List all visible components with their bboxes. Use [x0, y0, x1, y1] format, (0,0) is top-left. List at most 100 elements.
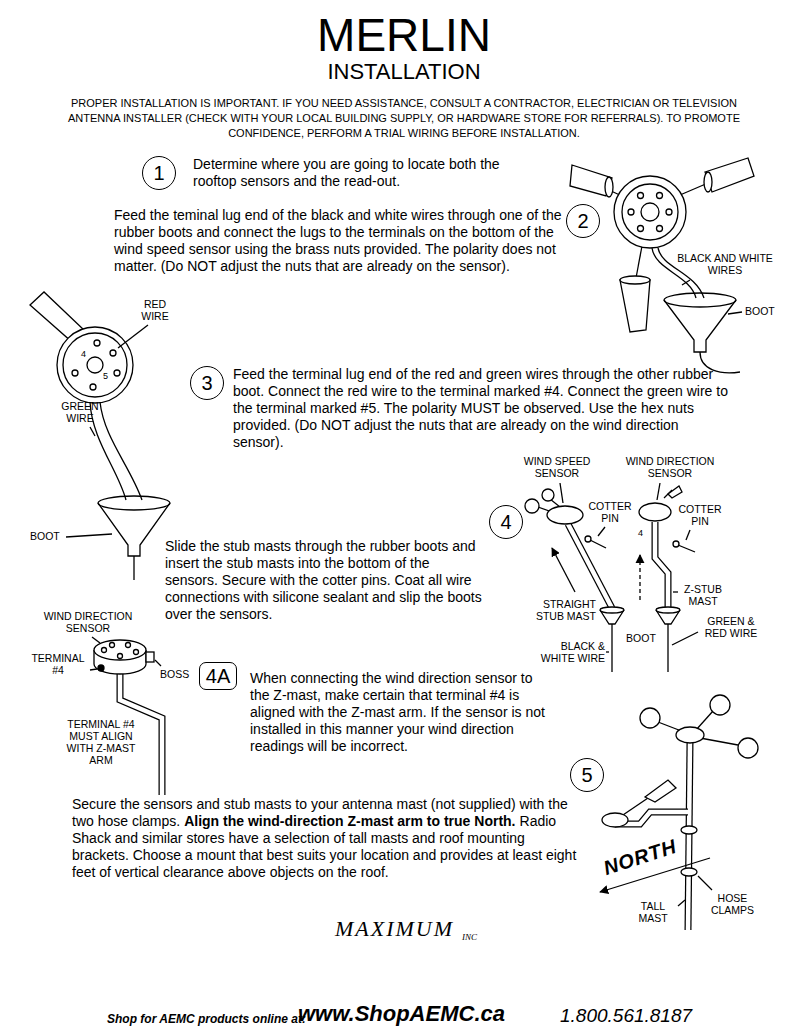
- stub-mast-figure: [639, 503, 671, 521]
- step-text: Determine where you are going to locate …: [193, 156, 533, 190]
- step-number: 4: [500, 511, 511, 533]
- direction-label: NORTH: [598, 833, 682, 881]
- part-label: HOSE CLAMPS: [705, 892, 760, 916]
- step-number: 3: [201, 372, 212, 394]
- stub-mast-figure: [678, 545, 695, 552]
- part-label: GREEN & RED WIRE: [700, 615, 762, 639]
- wind-speed-sensor-figure: [620, 276, 650, 284]
- mounted-assembly-figure: [700, 738, 738, 745]
- part-label: WIND DIRECTION SENSOR: [38, 610, 138, 634]
- mounted-assembly-figure: [620, 798, 648, 817]
- wind-direction-sensor-figure: [110, 350, 116, 356]
- stub-mast-figure: [655, 522, 668, 608]
- part-label: GREEN WIRE: [56, 400, 104, 424]
- step-number-circle: 3: [190, 366, 224, 400]
- z-mast-alignment-figure: [146, 652, 154, 662]
- stub-mast-figure: [656, 607, 680, 613]
- wind-speed-sensor-figure: [704, 172, 712, 192]
- mounted-assembly-figure: [645, 780, 676, 802]
- leader-line: [92, 637, 100, 643]
- stub-mast-figure: [667, 624, 668, 672]
- wind-direction-sensor-figure: [100, 402, 142, 500]
- wind-speed-sensor-figure: [605, 177, 613, 197]
- stub-mast-figure: [639, 555, 640, 600]
- stub-mast-figure: [525, 499, 539, 513]
- wind-direction-sensor-figure: [57, 327, 133, 403]
- part-label: BLACK AND WHITE WIRES: [670, 252, 780, 276]
- leader-line: [598, 527, 605, 536]
- stub-mast-figure: [600, 607, 624, 613]
- wind-speed-sensor-figure: [657, 193, 663, 199]
- leader-line: [682, 280, 690, 285]
- leader-line: [66, 534, 112, 537]
- wind-direction-sensor-figure: [114, 370, 120, 376]
- part-label: Z-STUB MAST: [679, 583, 727, 607]
- mounted-assembly-figure: [640, 708, 660, 728]
- part-label: COTTER PIN: [585, 500, 635, 524]
- part-label: WIND DIRECTION SENSOR: [620, 455, 720, 479]
- part-label: COTTER PIN: [675, 503, 725, 527]
- wind-speed-sensor-figure: [570, 165, 612, 196]
- leader-line: [155, 660, 161, 666]
- mounted-assembly-figure: [738, 738, 758, 758]
- stub-mast-figure: [525, 483, 698, 672]
- leader-line: [90, 427, 95, 436]
- part-label: BOOT: [745, 305, 785, 317]
- stub-mast-figure: [568, 524, 612, 608]
- z-mast-alignment-figure: [134, 650, 139, 655]
- page-title: MERLIN: [0, 10, 808, 60]
- part-label: RED WIRE: [130, 298, 180, 322]
- footer-url: www.ShopAEMC.ca: [298, 1001, 538, 1027]
- wind-speed-sensor-figure: [628, 209, 634, 215]
- wind-speed-sensor-figure: [666, 209, 672, 215]
- wind-speed-sensor-figure: [664, 293, 736, 307]
- wind-speed-sensor-figure: [614, 176, 686, 248]
- part-label: WIND SPEED SENSOR: [517, 455, 597, 479]
- step-text: Slide the stub masts through the rubber …: [165, 538, 485, 623]
- wind-speed-sensor-figure: [620, 280, 650, 332]
- stub-mast-figure: [611, 624, 612, 672]
- step-number: 1: [153, 162, 164, 184]
- mounted-assembly-figure: [696, 711, 713, 730]
- note-label: TERMINAL #4 MUST ALIGN WITH Z-MAST ARM: [62, 718, 140, 766]
- stub-mast-figure: [590, 540, 606, 548]
- wind-direction-sensor-figure: [133, 556, 134, 580]
- stub-mast-figure: [585, 536, 591, 542]
- brand-logo: MAXIMUM: [335, 916, 460, 942]
- step-paragraph: Secure the sensors and stub masts to you…: [72, 796, 577, 881]
- part-label: BOOT: [622, 632, 660, 644]
- z-mast-alignment-figure: [110, 643, 115, 648]
- step-number: 2: [577, 210, 588, 232]
- mounted-assembly-figure: [688, 742, 690, 930]
- terminal-number: 4: [81, 349, 91, 359]
- leader-line: [606, 651, 609, 652]
- wind-speed-sensor-figure: [638, 226, 644, 232]
- stub-mast-figure: [600, 610, 624, 624]
- z-mast-alignment-figure: [90, 637, 162, 795]
- step-number-circle: 5: [570, 758, 604, 792]
- step-text: Feed the terminal lug end of the red and…: [233, 366, 728, 451]
- leader-line: [90, 669, 97, 670]
- part-label: TERMINAL #4: [28, 652, 88, 676]
- leader-line: [560, 483, 563, 503]
- mounted-assembly-figure: [681, 826, 697, 834]
- part-label: STRAIGHT STUB MAST: [528, 598, 596, 622]
- stub-mast-figure: [668, 486, 682, 498]
- step-number-box: 4A: [199, 662, 237, 690]
- step-text: Feed the teminal lug end of the black an…: [114, 207, 564, 275]
- illustration: [30, 158, 758, 930]
- part-label: BOOT: [30, 530, 70, 542]
- step-number-circle: 4: [489, 505, 523, 539]
- step-number-circle: 1: [142, 156, 176, 190]
- footer-text: Shop for AEMC products online at:: [107, 1011, 297, 1027]
- leader-line: [678, 900, 685, 906]
- part-label: TALL MAST: [628, 900, 678, 924]
- wind-speed-sensor-figure: [657, 226, 663, 232]
- terminal-number: 5: [103, 371, 113, 381]
- z-mast-alignment-figure: [102, 648, 107, 653]
- wind-direction-sensor-figure: [30, 292, 170, 580]
- wind-direction-sensor-figure: [94, 340, 100, 346]
- wind-direction-sensor-figure: [90, 384, 96, 390]
- step-text-bold: Align the wind-direction Z-mast arm to t…: [184, 813, 515, 829]
